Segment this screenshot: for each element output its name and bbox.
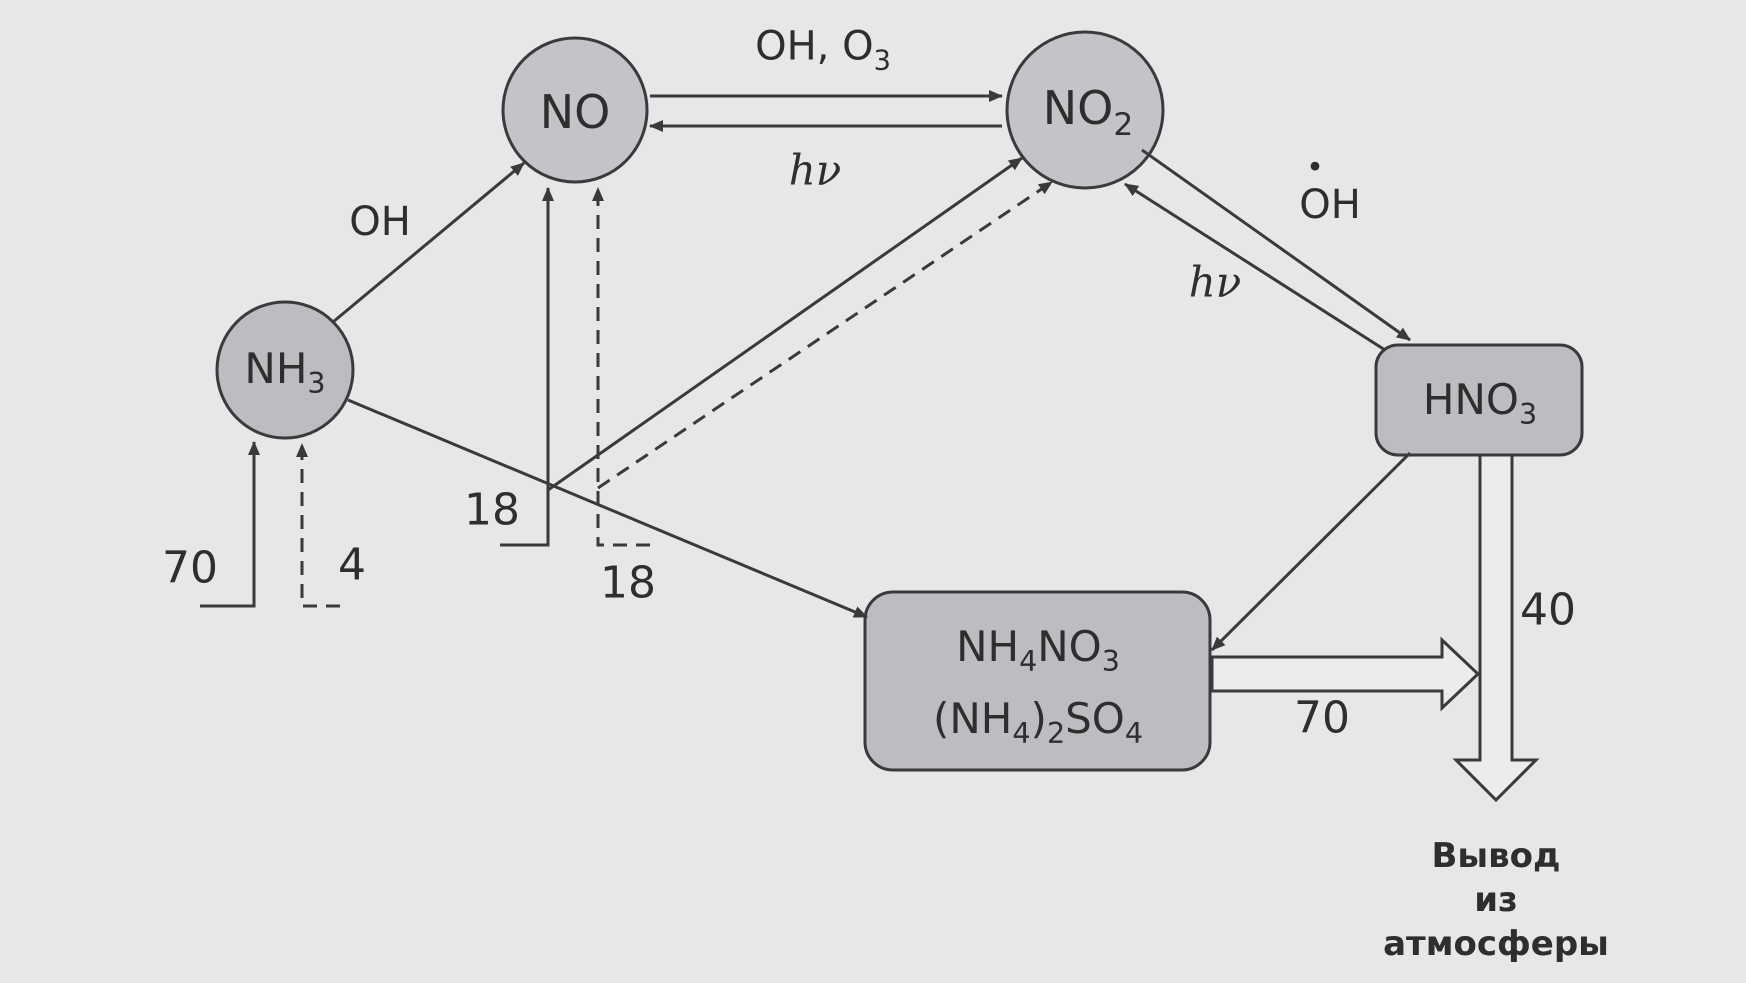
arrow-source4-to-nh3 [296,443,340,608]
salts-node [863,590,1212,772]
salts-line2-c-sub: 4 [1124,715,1144,750]
salts-line2-label: (NH4)2SO4 [933,694,1143,750]
number-40: 40 [1520,584,1576,636]
hno3-label-sub: 3 [1518,396,1538,431]
output-label-line2: из атмосферы [1383,880,1609,964]
salts-line1-b-sub: 3 [1101,643,1120,678]
number-70-left: 70 [162,542,218,594]
salts-line2-a-sub: 4 [1012,715,1031,750]
arrow-hno3-to-no2 [1124,182,1386,352]
output-label: Вывод из атмосферы [1383,834,1609,966]
salts-line1-b: NO [1037,622,1102,672]
salts-line2-b-sub: 2 [1046,715,1066,750]
arrow-no2-to-hno3 [1141,148,1411,342]
label-oh-o3-sub: 3 [873,45,891,77]
no2-node [1005,30,1165,190]
no-label-main: NO [539,85,611,139]
no-node [501,36,649,184]
salts-line1-label: NH4NO3 [956,622,1120,678]
hollow-arrow-hno3-output [1452,453,1540,803]
number-4: 4 [338,539,366,591]
label-oh-radical: OH [1299,182,1361,228]
label-hv-top: hν [788,145,842,195]
hollow-arrow-salts-output [1210,636,1481,712]
arrow-source18-to-no2 [547,156,1023,492]
no-label: NO [540,85,611,139]
number-18-right: 18 [600,557,656,609]
nh3-label-sub: 3 [307,365,326,400]
arrow-source70-to-nh3 [200,441,260,608]
arrow-source18-to-no [500,187,554,547]
hno3-label-main: HNO [1422,375,1519,425]
salts-line2-c: SO [1065,694,1125,744]
salts-line1-a-sub: 4 [1019,643,1038,678]
hno3-label: HNO3 [1423,375,1537,431]
no2-label-sub: 2 [1113,106,1134,143]
nh3-node [215,300,355,440]
salts-line2-a: (NH [932,694,1013,744]
label-hv-right: hν [1188,257,1242,307]
label-oh-o3: OH, O3 [755,24,891,77]
nh3-label: NH3 [244,344,325,400]
number-18-left: 18 [464,484,520,536]
label-oh-radical-dot: • [1306,150,1324,186]
no2-label-main: NO [1042,81,1114,136]
salts-line2-b: ) [1030,694,1047,744]
number-70-bottom: 70 [1294,692,1350,744]
arrow-hno3-to-salts [1210,451,1412,652]
arrow-source18-dashed-to-no [592,187,650,547]
arrow-nh3-to-no [332,161,525,324]
label-oh-o3-main: OH, O [755,23,874,70]
salts-line1-a: NH [956,622,1020,672]
label-oh-left: OH [349,199,411,245]
output-label-line1: Вывод [1431,836,1561,876]
arrow-source18-dashed-to-no2 [597,180,1053,490]
arrow-nh3-to-salts [347,398,868,619]
nh3-label-main: NH [244,344,308,394]
no2-label: NO2 [1043,81,1134,143]
